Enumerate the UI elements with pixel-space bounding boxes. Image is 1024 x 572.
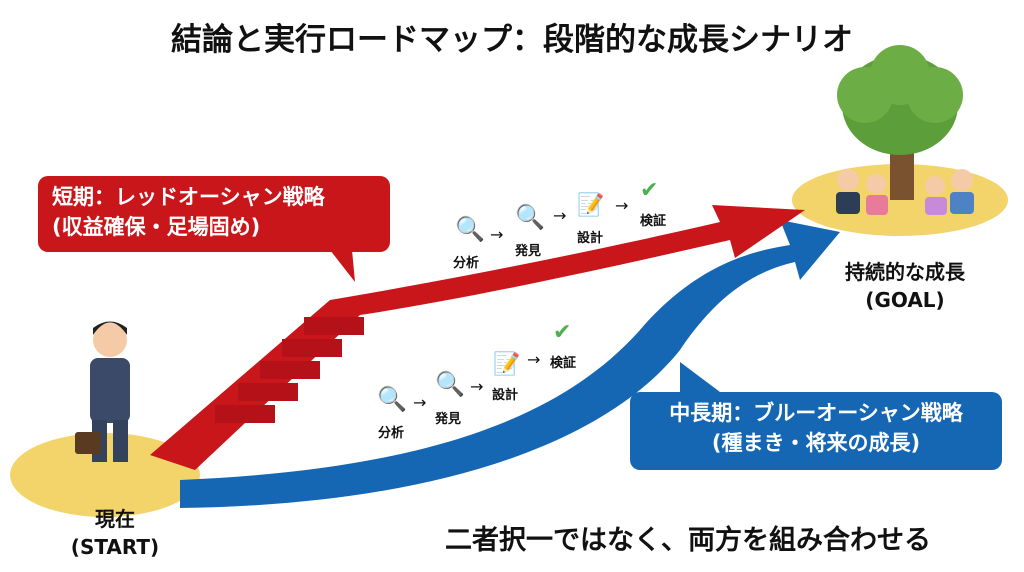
blue-callout-tail (680, 362, 720, 392)
arrow-icon: → (527, 350, 541, 369)
red-stairs (215, 317, 364, 423)
arrow-icon: → (615, 196, 629, 215)
people-icon (836, 169, 974, 215)
red-callout-tail (330, 250, 355, 282)
businessman-icon (75, 321, 130, 462)
step-analyze: 分析 (453, 256, 480, 271)
short-term-callout: 短期：レッドオーシャン戦略 (収益確保・足場固め) (38, 176, 390, 252)
arrow-icon: → (490, 225, 504, 244)
step-discover: 発見 (515, 244, 542, 259)
red-growth-arrow (150, 205, 805, 470)
goal-label: 持続的な成長 (GOAL) (820, 258, 990, 314)
step-analyze: 分析 (378, 426, 405, 441)
memo-icon: 📝 (493, 352, 521, 377)
magnifier-icon: 🔍 (515, 203, 545, 231)
start-label-line2: (START) (70, 535, 160, 559)
conclusion-text: 二者択一ではなく、両方を組み合わせる (445, 525, 931, 556)
memo-icon: 📝 (577, 193, 605, 218)
page-title: 結論と実行ロードマップ：段階的な成長シナリオ (171, 22, 853, 58)
goal-label-line2: (GOAL) (865, 288, 945, 312)
blue-growth-arrow (180, 220, 840, 508)
arrow-icon: → (470, 377, 484, 396)
step-verify: 検証 (640, 214, 667, 229)
mid-long-term-callout: 中長期：ブルーオーシャン戦略 (種まき・将来の成長) (630, 392, 1002, 470)
short-term-subtitle: (収益確保・足場固め) (52, 215, 261, 239)
check-icon: ✔ (640, 178, 659, 203)
arrow-icon: → (553, 206, 567, 225)
mid-long-term-title: 中長期：ブルーオーシャン戦略 (669, 401, 963, 425)
check-icon: ✔ (553, 320, 572, 345)
start-label: 現在 (START) (40, 505, 190, 561)
magnifier-icon: 🔍 (435, 370, 465, 398)
step-design: 設計 (492, 388, 519, 403)
start-label-line1: 現在 (95, 507, 135, 531)
magnifier-icon: 🔍 (377, 385, 407, 413)
magnifier-icon: 🔍 (455, 215, 485, 243)
step-verify: 検証 (550, 356, 577, 371)
arrow-icon: → (413, 393, 427, 412)
step-design: 設計 (577, 231, 604, 246)
tree-icon (837, 45, 963, 200)
goal-label-line1: 持続的な成長 (845, 260, 965, 284)
short-term-title: 短期：レッドオーシャン戦略 (52, 185, 325, 209)
step-discover: 発見 (435, 412, 462, 427)
mid-long-term-subtitle: (種まき・将来の成長) (711, 431, 921, 455)
